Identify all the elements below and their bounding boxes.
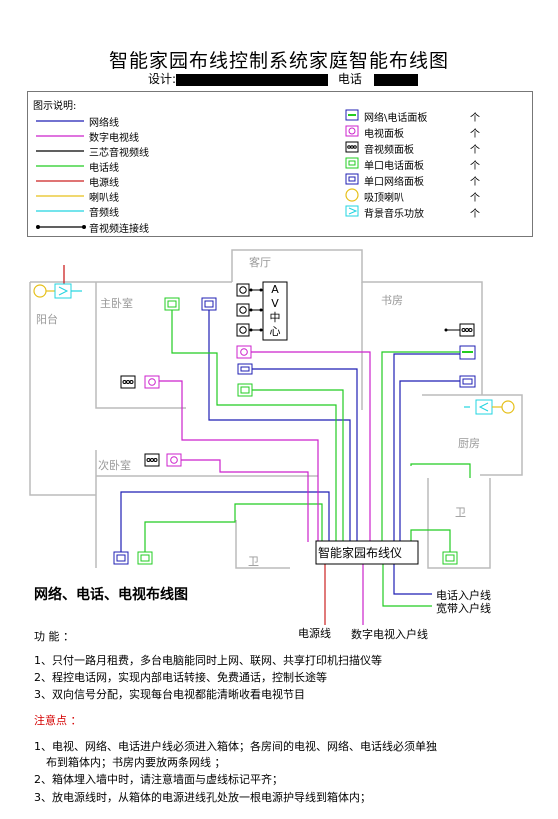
feature-item: 2、程控电话网，实现内部电话转接、免费通话，控制长途等 — [34, 671, 327, 684]
note-item: 布到箱体内；书房内要放两条网线 ； — [46, 756, 226, 769]
legend-unit: 个 — [470, 161, 480, 172]
legend-unit: 个 — [470, 177, 480, 188]
tv-panel-icon — [144, 375, 160, 389]
label-digital-tv-in: 数字电视入户线 — [351, 628, 428, 641]
phone-panel-icon — [237, 383, 253, 397]
legend-label-network-phone-panel: 网络\电话面板 — [364, 113, 428, 124]
legend-unit: 个 — [470, 113, 480, 124]
av-panel-icon — [236, 323, 250, 337]
network-panel-icon — [459, 375, 476, 388]
label-power: 电源线 — [298, 627, 331, 640]
room-second-bedroom: 次卧室 — [98, 459, 131, 472]
network-panel-icon — [201, 297, 217, 311]
legend-unit: 个 — [470, 209, 480, 220]
legend-label-network-panel: 单口网络面板 — [364, 177, 424, 188]
amplifier-icon — [54, 283, 72, 299]
amplifier-icon — [345, 205, 359, 217]
page-title: 智能家园布线控制系统家庭智能布线图 — [108, 50, 449, 72]
room-living: 客厅 — [249, 256, 271, 269]
tv-panel-icon — [345, 125, 359, 137]
av-center-char: A — [271, 283, 279, 296]
legend-label-digital-tv: 数字电视线 — [89, 133, 139, 144]
features-heading: 功 能 ： — [34, 630, 74, 643]
network-panel-icon — [237, 363, 253, 375]
av-panel-icon — [120, 375, 136, 389]
ceiling-speaker-icon — [345, 188, 359, 202]
legend-unit: 个 — [470, 193, 480, 204]
phone-panel-icon — [345, 157, 359, 169]
network-phone-panel-icon — [459, 345, 476, 360]
phone-label: 电话 — [337, 72, 362, 86]
av-panel-icon — [144, 453, 160, 467]
legend-label-network: 网络线 — [89, 118, 119, 129]
designer-label: 设计: — [148, 72, 177, 86]
redacted-phone — [373, 73, 418, 86]
room-study: 书房 — [381, 294, 403, 307]
room-balcony: 阳台 — [36, 313, 58, 326]
designer-line: 设计: 电话 — [148, 70, 418, 87]
legend-unit: 个 — [470, 145, 480, 156]
legend-label-av-connect: 音视频连接线 — [89, 224, 149, 235]
section-title: 网络、电话、电视布线图 — [34, 587, 188, 603]
av-panel-icon — [459, 323, 475, 337]
room-master-bedroom: 主卧室 — [100, 297, 133, 310]
notes-heading: 注意点 ： — [34, 714, 82, 727]
note-item: 3、放电源线时，从箱体的电源进线孔处放一根电源护导线到箱体内； — [34, 791, 371, 804]
legend-label-amplifier: 背景音乐功放 — [364, 209, 424, 220]
legend-label-power: 电源线 — [89, 178, 119, 189]
legend-label-av-panel: 音视频面板 — [364, 145, 414, 156]
digital-tv-lines — [159, 351, 371, 625]
legend-heading: 图示说明: — [33, 101, 77, 112]
legend-label-tv-panel: 电视面板 — [364, 129, 404, 140]
phone-panel-icon — [442, 551, 458, 565]
ceiling-speaker-icon — [33, 284, 47, 298]
ceiling-speaker-icon — [501, 400, 515, 414]
legend-unit: 个 — [470, 129, 480, 140]
amplifier-icon — [475, 399, 493, 415]
legend-label-phone-panel: 单口电话面板 — [364, 161, 424, 172]
legend-box — [27, 91, 533, 237]
av-panel-icon — [236, 303, 250, 317]
legend-label-speaker: 喇叭线 — [89, 193, 119, 204]
tv-panel-icon — [166, 453, 182, 467]
av-center-char: V — [271, 297, 279, 310]
feature-item: 3、双向信号分配，实现每台电视都能清晰收看电视节目 — [34, 688, 305, 701]
phone-panel-icon — [164, 297, 180, 311]
legend-label-audio: 音频线 — [89, 208, 119, 219]
legend-label-ceiling-speaker: 吸顶喇叭 — [364, 193, 404, 204]
network-panel-icon — [113, 551, 129, 565]
walls — [29, 249, 523, 569]
phone-panel-icon — [137, 551, 153, 565]
av-center-label: A V 中 心 — [268, 283, 282, 339]
av-center-char: 心 — [269, 325, 281, 338]
av-center-box — [262, 281, 288, 341]
redacted-designer — [176, 73, 329, 86]
label-phone-in: 电话入户线 — [436, 589, 491, 602]
room-bathroom: 卫 — [248, 555, 259, 568]
label-broadband-in: 宽带入户线 — [436, 602, 491, 615]
note-item: 2、箱体埋入墙中时，请注意墙面与虚线标记平齐； — [34, 773, 283, 786]
room-bathroom: 卫 — [455, 506, 466, 519]
av-panel-icon — [345, 141, 359, 153]
tv-panel-icon — [236, 345, 252, 359]
hub-box — [315, 540, 419, 565]
note-item: 1、电视、网络、电话进户线必须进入箱体；各房间的电视、网络、电话线必须单独 — [34, 740, 437, 753]
legend-label-av-3core: 三芯音视频线 — [89, 148, 149, 159]
av-center-char: 中 — [269, 311, 281, 324]
hub-label: 智能家园布线仪 — [318, 546, 403, 560]
room-kitchen: 厨房 — [458, 437, 480, 450]
network-lines — [120, 310, 460, 595]
feature-item: 1、只付一路月租费，多台电脑能同时上网、联网、共享打印机扫描仪等 — [34, 654, 382, 667]
network-panel-icon — [345, 173, 359, 185]
av-panel-icon — [236, 283, 250, 297]
legend-label-phone: 电话线 — [89, 163, 119, 174]
network-phone-panel-icon — [345, 109, 359, 121]
phone-lines — [144, 310, 471, 607]
